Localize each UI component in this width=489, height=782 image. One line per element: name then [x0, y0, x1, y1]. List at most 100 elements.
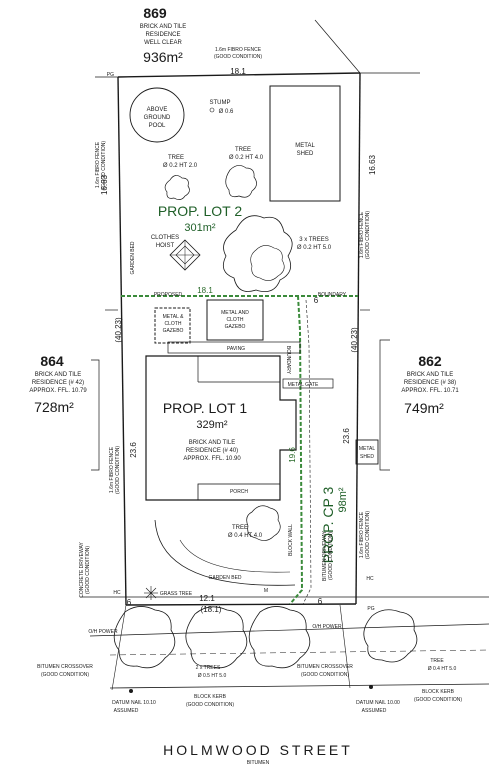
- datum-left-icon: [129, 689, 133, 693]
- neighbour-east-desc2: RESIDENCE (# 38): [404, 380, 456, 386]
- garden-bed-front-arc: [154, 519, 296, 586]
- proposed-label: PROPOSED: [154, 292, 183, 298]
- lot-boundaries: [80, 19, 489, 606]
- porch-label: PORCH: [230, 489, 248, 495]
- tree-verge-label2: Ø 0.4 HT 5.0: [428, 666, 457, 672]
- pool-label1: ABOVE: [147, 107, 168, 113]
- dim-left-lot1: 23.6: [129, 442, 138, 458]
- garden-bed-front: GARDEN BED: [208, 575, 241, 581]
- datum-right-label2: ASSUMED: [362, 708, 387, 714]
- front-boundary: [125, 603, 357, 606]
- neighbour-east-desc3: APPROX. FFL. 10.71: [401, 388, 459, 394]
- trees-cluster-3: 3 x TREES Ø 0.2 HT 5.0: [222, 215, 332, 293]
- residence-outline: [145, 355, 297, 501]
- stump-label1: STUMP: [210, 100, 231, 106]
- trees3-label1: 3 x TREES: [299, 237, 329, 243]
- tree-2-label2: Ø 0.2 HT 4.0: [229, 155, 264, 161]
- fence-left2-2: (GOOD CONDITION): [101, 141, 107, 189]
- stump-label2: Ø 0.6: [219, 109, 234, 115]
- dim-right-lot1: 23.6: [342, 428, 351, 444]
- verge-tree-2: [185, 606, 248, 669]
- east-house-outline: [379, 339, 390, 471]
- metal-shed-east-label2: SHED: [360, 454, 374, 460]
- sewer-line: [109, 649, 489, 656]
- boundary-vert: BOUNDARY: [285, 346, 291, 375]
- kerb-left-label1: BLOCK KERB: [194, 694, 227, 700]
- stump: STUMP Ø 0.6: [210, 100, 234, 115]
- porch-rect: [197, 483, 281, 501]
- lot1-area: 329m²: [196, 419, 228, 431]
- neighbour-west-lot: 864: [40, 353, 64, 369]
- dim-bottom-total: (18.1): [201, 605, 222, 614]
- dim-mid: 18.1: [197, 286, 213, 295]
- fence-left1-1: 1.6m FIBRO FENCE: [109, 446, 115, 493]
- boundary-label: BOUNDARY: [318, 292, 347, 298]
- neighbour-east-area: 749m²: [404, 400, 444, 416]
- metal-shed-north-rect: [269, 85, 341, 202]
- grass-tree-label: GRASS TREE: [160, 591, 193, 597]
- neighbour-divider-north: [314, 19, 361, 74]
- datum-left: DATUM NAIL 10.10 ASSUMED: [112, 689, 156, 714]
- hoist-label1: CLOTHES: [151, 235, 179, 241]
- kerb-left-label2: (GOOD CONDITION): [186, 702, 234, 708]
- pool-label3: POOL: [149, 123, 166, 129]
- metal-shed-north: METAL SHED: [269, 85, 341, 202]
- residence: PROP. LOT 1 329m² BRICK AND TILE RESIDEN…: [145, 355, 297, 501]
- residence-line1: BRICK AND TILE: [189, 440, 236, 446]
- tree-1: TREE Ø 0.2 HT 2.0: [163, 155, 198, 200]
- front-tree-label2: Ø 0.4 HT 4.0: [228, 533, 263, 539]
- metal-gate-rect: [282, 378, 334, 389]
- hc-left: HC: [113, 590, 121, 596]
- neighbour-west-desc3: APPROX. FFL. 10.79: [29, 388, 87, 394]
- verge-tree-4: [363, 609, 418, 663]
- bitumen-dw2: (GOOD CONDITION): [328, 532, 334, 580]
- dim-top: 18.1: [230, 67, 246, 76]
- neighbour-west-desc1: BRICK AND TILE: [35, 372, 82, 378]
- neighbour-north-lot: 869: [143, 5, 167, 21]
- pool-label2: GROUND: [144, 115, 171, 121]
- lot2-label: PROP. LOT 2 301m²: [158, 203, 243, 234]
- front-tree: TREE Ø 0.4 HT 4.0: [228, 505, 281, 541]
- gazebo-small-rect: [154, 307, 191, 344]
- dim-right-lot2: 16.63: [368, 154, 377, 175]
- crossover-left-label2: (GOOD CONDITION): [41, 672, 89, 678]
- fence-top-label2: (GOOD CONDITION): [214, 54, 262, 60]
- oh-power-right: O/H POWER: [312, 624, 342, 630]
- oh-power-left: O/H POWER: [88, 629, 118, 635]
- pool: ABOVE GROUND POOL: [129, 87, 185, 143]
- front-tree-label1: TREE: [232, 525, 248, 531]
- crossover-right: [339, 604, 351, 689]
- street-surface: BITUMEN: [247, 760, 270, 766]
- proposed-boundary: [121, 295, 358, 605]
- gazebo-small: METAL & CLOTH GAZEBO: [154, 307, 191, 344]
- fence-left2-1: 1.6m FIBRO FENCE: [95, 141, 101, 188]
- lot1-title: PROP. LOT 1: [163, 400, 248, 416]
- bitumen-dw1: BITUMEN DRIVEWAY: [322, 530, 328, 581]
- neighbour-east: 862 BRICK AND TILE RESIDENCE (# 38) APPR…: [401, 353, 459, 416]
- tree-2-icon: [225, 165, 257, 198]
- cp3-area: 98m²: [337, 487, 349, 512]
- neighbour-east-lot: 862: [418, 353, 442, 369]
- dim-right-total: (40.23): [350, 327, 359, 353]
- metal-shed-east: METAL SHED: [355, 439, 379, 465]
- lot2-area: 301m²: [184, 222, 216, 234]
- cp3-label: PROP. CP 3 98m²: [320, 487, 349, 564]
- gazebo-small-label3: GAZEBO: [163, 328, 184, 334]
- kerb-line: [109, 683, 489, 689]
- tree-2: TREE Ø 0.2 HT 4.0: [225, 147, 264, 198]
- residence-line3: APPROX. FFL. 10.90: [183, 456, 241, 462]
- trees2-label1: 2 x TREES: [196, 665, 221, 671]
- tree-1-icon: [164, 175, 190, 200]
- lot2-title: PROP. LOT 2: [158, 203, 243, 219]
- fence-right1-1: 1.6m FIBRO FENCE: [359, 511, 365, 558]
- m-label: M: [264, 588, 268, 594]
- crossover-left: [111, 604, 127, 691]
- dim-left-lot2: 16.63: [100, 174, 109, 195]
- six-mid: 6: [314, 296, 319, 305]
- gazebo-big-label3: GAZEBO: [225, 324, 246, 330]
- dim-bottom: 12.1: [199, 594, 215, 603]
- tree-1-label1: TREE: [168, 155, 184, 161]
- tree-verge-label1: TREE: [430, 658, 444, 664]
- pg-left: PG: [107, 72, 114, 78]
